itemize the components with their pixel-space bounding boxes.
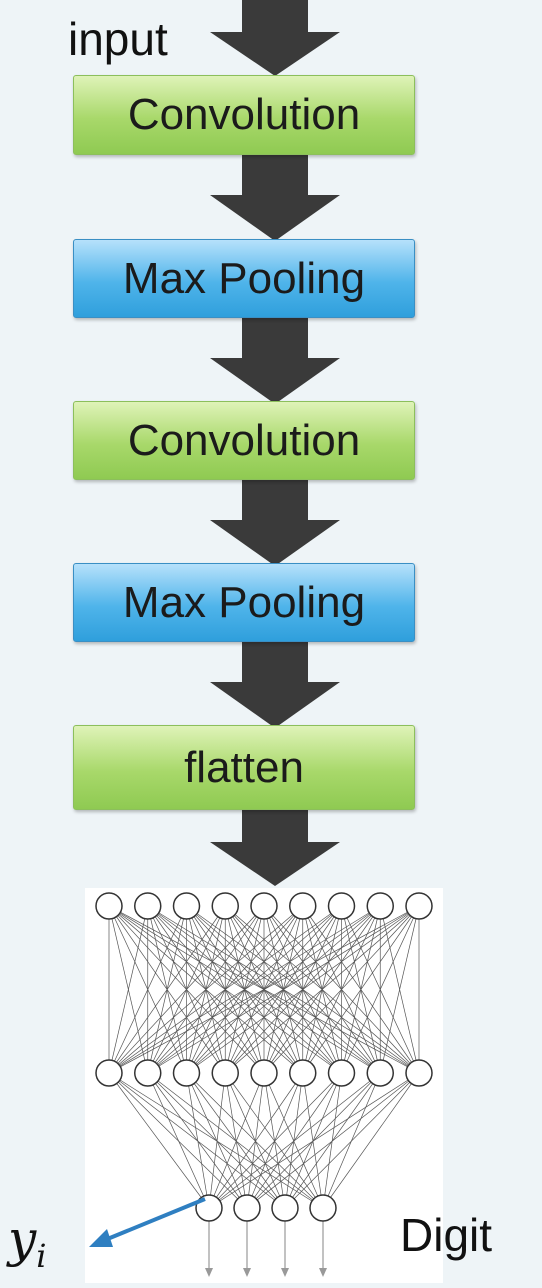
layer-max-pooling-2: Max Pooling xyxy=(73,563,415,642)
connection-line xyxy=(108,905,303,1074)
network-graph xyxy=(95,892,433,1277)
digit-label: Digit xyxy=(400,1209,493,1261)
hidden-neuron xyxy=(327,1059,356,1087)
connection-line xyxy=(208,1072,420,1209)
connection-line xyxy=(263,1072,324,1209)
input-neuron xyxy=(211,892,239,920)
connection-line xyxy=(263,905,420,1074)
connection-line xyxy=(108,905,187,1074)
connection-line xyxy=(379,905,420,1074)
connection-line xyxy=(224,1072,324,1209)
hidden-neuron xyxy=(405,1059,433,1087)
input-label: input xyxy=(68,13,168,65)
connection-line xyxy=(302,905,420,1074)
hidden-neuron xyxy=(211,1059,239,1087)
hidden-neuron xyxy=(250,1059,278,1087)
output-neuron xyxy=(271,1194,299,1222)
input-neuron xyxy=(289,892,317,920)
connection-line xyxy=(108,905,226,1074)
arrow-pool2-to-flatten xyxy=(210,640,340,728)
connection-line xyxy=(224,1072,286,1209)
layer-convolution-2: Convolution xyxy=(73,401,415,480)
y-subscript: i xyxy=(36,1237,47,1275)
input-neuron xyxy=(134,892,162,920)
connection-line xyxy=(108,905,381,1074)
connection-line xyxy=(208,1072,304,1209)
output-neuron xyxy=(233,1194,261,1222)
hidden-neuron xyxy=(289,1059,317,1087)
output-arrowhead xyxy=(243,1268,251,1277)
output-arrowhead xyxy=(319,1268,327,1277)
arrow-input-to-conv1 xyxy=(210,0,340,76)
layer-max-pooling-1: Max Pooling xyxy=(73,239,415,318)
output-pointer-arrow xyxy=(89,1197,206,1247)
hidden-neuron xyxy=(366,1059,394,1087)
input-neuron xyxy=(366,892,394,920)
arrow-flatten-to-network xyxy=(210,808,340,886)
output-arrowhead xyxy=(205,1268,213,1277)
connection-line xyxy=(322,1072,420,1209)
input-neuron xyxy=(405,892,433,920)
connection-line xyxy=(186,905,420,1074)
connection-line xyxy=(284,1072,420,1209)
connection-line xyxy=(108,905,149,1074)
input-neuron xyxy=(327,892,356,920)
hidden-neuron xyxy=(95,1059,123,1087)
output-neuron xyxy=(309,1194,337,1222)
connection-line xyxy=(108,905,420,1074)
arrow-pool1-to-conv2 xyxy=(210,316,340,404)
output-arrowhead xyxy=(281,1268,289,1277)
connection-line xyxy=(208,1072,265,1209)
arrow-conv1-to-pool1 xyxy=(210,153,340,241)
hidden-neuron xyxy=(134,1059,162,1087)
input-neuron xyxy=(172,892,201,920)
input-neuron xyxy=(95,892,123,920)
connection-line xyxy=(208,1072,381,1209)
input-neuron xyxy=(250,892,278,920)
connection-line xyxy=(186,1072,210,1209)
connection-line xyxy=(225,905,420,1074)
output-y-i-label: yi xyxy=(8,1210,46,1275)
connection-line xyxy=(341,905,420,1074)
connection-line xyxy=(108,905,265,1074)
layer-flatten: flatten xyxy=(73,725,415,810)
connection-line xyxy=(147,905,420,1074)
arrow-conv2-to-pool2 xyxy=(210,478,340,566)
connection-line xyxy=(208,1072,342,1209)
hidden-neuron xyxy=(172,1059,201,1087)
connection-line xyxy=(208,1072,226,1209)
layer-convolution-1: Convolution xyxy=(73,75,415,155)
connection-line xyxy=(147,1072,210,1209)
connection-line xyxy=(186,1072,248,1209)
fully-connected-network xyxy=(85,888,443,1283)
connection-line xyxy=(186,1072,286,1209)
y-symbol: y xyxy=(8,1210,37,1268)
connection-line xyxy=(246,1072,420,1209)
connection-line xyxy=(147,1072,248,1209)
connection-line xyxy=(108,905,342,1074)
connection-line xyxy=(108,1072,210,1209)
